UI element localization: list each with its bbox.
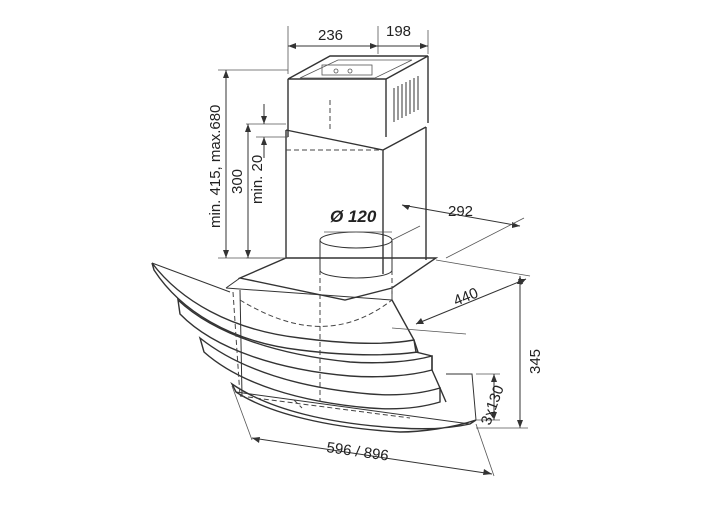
label-chimney-height: min. 415, max.680: [207, 105, 224, 228]
label-292: 292: [448, 203, 473, 220]
dim-overlap-height: 300: [229, 123, 286, 259]
label-300: 300: [229, 169, 246, 194]
dim-hood-depth: 440: [391, 259, 531, 335]
label-440: 440: [451, 285, 481, 310]
vent-slots: [393, 76, 419, 122]
label-236: 236: [318, 27, 343, 44]
label-3x130: 3x130: [478, 383, 508, 427]
hood-top-plate: [225, 257, 439, 301]
dim-duct-diameter: Ø 120: [324, 207, 392, 233]
dim-min-offset: min. 20: [249, 104, 288, 204]
label-min-20: min. 20: [249, 155, 266, 204]
label-345: 345: [527, 349, 544, 374]
dim-hood-height: 345: [476, 276, 544, 429]
dim-hood-width: 596 / 896: [231, 385, 495, 477]
label-596-896: 596 / 896: [325, 439, 389, 465]
chimney-lower: [285, 100, 427, 274]
duct-cylinder: [319, 231, 393, 279]
dim-duct-offset: 292: [391, 203, 525, 259]
label-duct-diameter: Ø 120: [330, 207, 377, 226]
chimney-upper: [287, 55, 429, 137]
dim-glass-panels: 3x130: [476, 373, 508, 427]
dim-chimney-depth: 198: [378, 23, 429, 54]
glass-panels: [151, 262, 477, 433]
dim-chimney-width: 236: [287, 26, 379, 74]
label-198: 198: [386, 23, 411, 40]
